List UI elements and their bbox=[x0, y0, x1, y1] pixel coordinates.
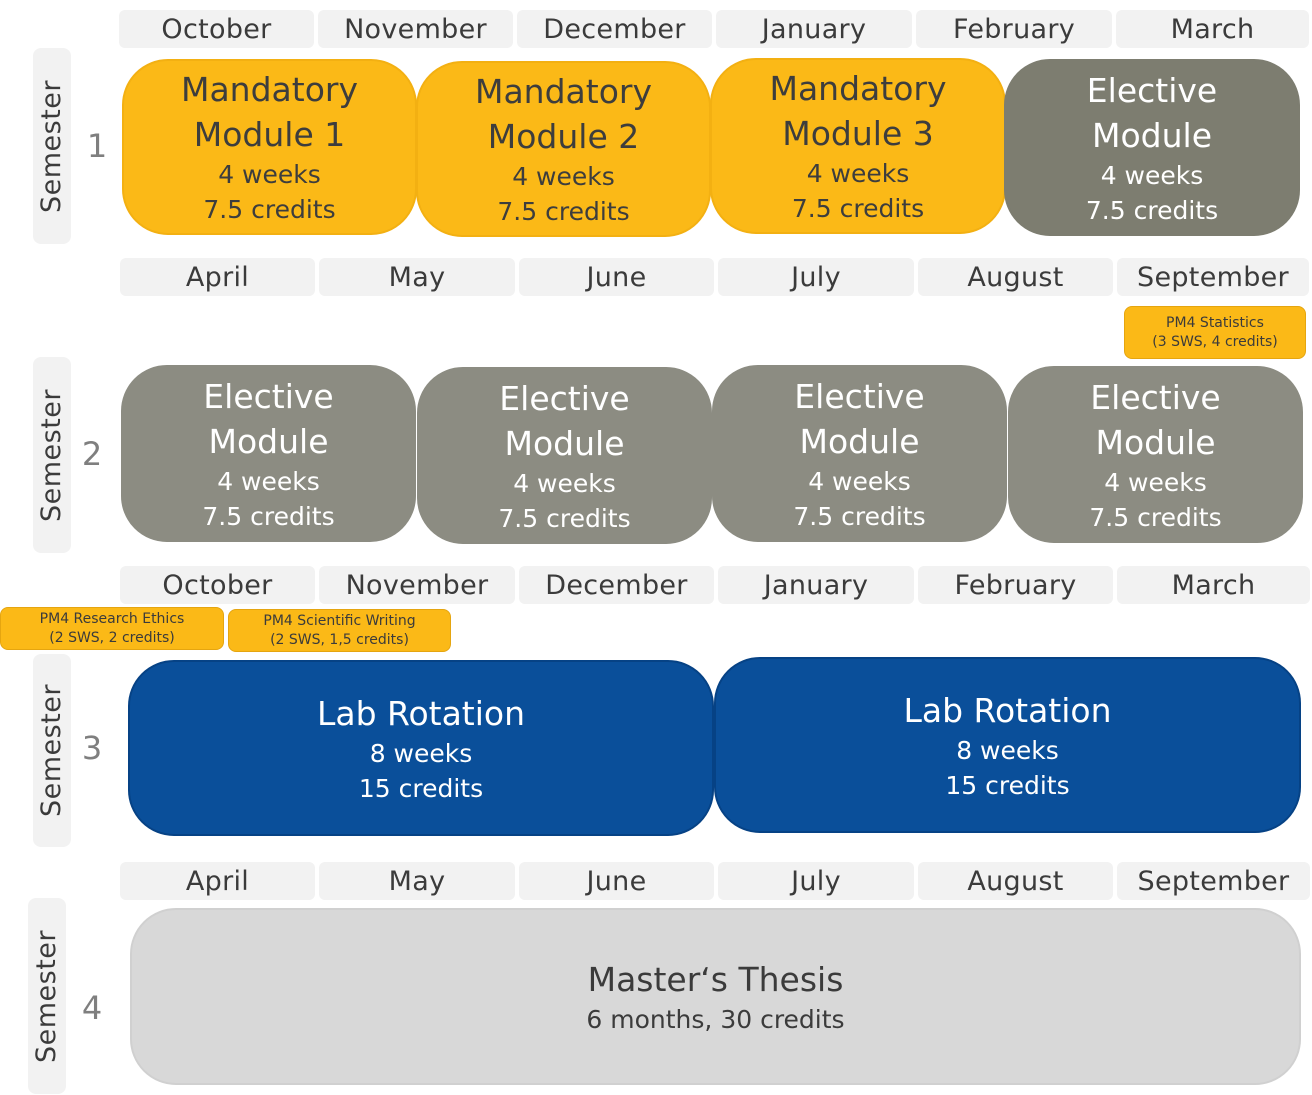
module-title: Mandatory bbox=[180, 70, 358, 109]
module-duration: 4 weeks bbox=[1104, 467, 1207, 497]
module-title: Mandatory bbox=[769, 69, 947, 108]
month-label: February bbox=[918, 566, 1113, 604]
semester-label: Semester bbox=[36, 683, 68, 818]
module-title: Lab Rotation bbox=[903, 690, 1112, 730]
month-label: February bbox=[916, 10, 1112, 48]
month-label: September bbox=[1117, 258, 1309, 296]
semester-label: Semester bbox=[36, 388, 68, 522]
mandatory-module-2-block: Mandatory Module 2 4 weeks 7.5 credits bbox=[416, 61, 711, 237]
module-credits: 7.5 credits bbox=[791, 194, 925, 223]
semester-4-number: 4 bbox=[81, 989, 103, 1027]
semester-2-number: 2 bbox=[81, 435, 103, 473]
pm4-research-ethics-box: PM4 Research Ethics (2 SWS, 2 credits) bbox=[0, 607, 224, 650]
month-label: July bbox=[718, 258, 914, 296]
pm4-scientific-writing-box: PM4 Scientific Writing (2 SWS, 1,5 credi… bbox=[228, 609, 451, 652]
lab-rotation-2-block: Lab Rotation 8 weeks 15 credits bbox=[714, 657, 1301, 833]
module-title: Module bbox=[208, 421, 329, 461]
month-label: March bbox=[1117, 566, 1310, 604]
semester-1-tab: Semester bbox=[33, 48, 71, 244]
lab-rotation-1-block: Lab Rotation 8 weeks 15 credits bbox=[128, 660, 714, 836]
module-credits: 15 credits bbox=[358, 773, 484, 803]
month-label: April bbox=[120, 862, 315, 900]
elective-module-block: Elective Module 4 weeks 7.5 credits bbox=[417, 367, 712, 544]
month-label: December bbox=[519, 566, 714, 604]
month-label: June bbox=[519, 862, 714, 900]
module-duration: 8 weeks bbox=[956, 735, 1059, 765]
module-duration: 4 weeks bbox=[512, 162, 615, 191]
module-duration: 4 weeks bbox=[217, 466, 320, 496]
module-title: Module bbox=[1095, 422, 1216, 462]
module-title: Elective bbox=[1090, 377, 1221, 417]
module-title: Elective bbox=[499, 378, 630, 418]
semester-3-number: 3 bbox=[81, 729, 103, 767]
pm4-details: (3 SWS, 4 credits) bbox=[1152, 333, 1278, 350]
semester-2-tab: Semester bbox=[33, 357, 71, 553]
pm4-details: (2 SWS, 1,5 credits) bbox=[270, 631, 409, 648]
mandatory-module-1-block: Mandatory Module 1 4 weeks 7.5 credits bbox=[122, 59, 417, 235]
thesis-details: 6 months, 30 credits bbox=[586, 1004, 845, 1034]
month-label: May bbox=[319, 258, 515, 296]
month-label: November bbox=[319, 566, 515, 604]
module-credits: 7.5 credits bbox=[1085, 195, 1219, 225]
pm4-details: (2 SWS, 2 credits) bbox=[49, 629, 175, 646]
module-title: Elective bbox=[1086, 70, 1218, 110]
module-credits: 7.5 credits bbox=[1089, 502, 1222, 532]
module-title: Lab Rotation bbox=[316, 693, 526, 733]
module-duration: 8 weeks bbox=[369, 738, 473, 768]
semester-4-tab: Semester bbox=[28, 898, 66, 1094]
pm4-title: PM4 Scientific Writing bbox=[263, 612, 416, 629]
module-credits: 7.5 credits bbox=[203, 195, 336, 224]
month-label: April bbox=[120, 258, 315, 296]
month-label: November bbox=[318, 10, 513, 48]
month-label: June bbox=[519, 258, 714, 296]
module-credits: 7.5 credits bbox=[202, 501, 335, 531]
semester-1-number: 1 bbox=[86, 127, 108, 165]
elective-module-block: Elective Module 4 weeks 7.5 credits bbox=[1008, 366, 1303, 543]
module-title: Module 3 bbox=[782, 114, 934, 153]
module-duration: 4 weeks bbox=[806, 159, 910, 188]
module-title: Module bbox=[1092, 115, 1212, 155]
module-duration: 4 weeks bbox=[1100, 160, 1204, 190]
module-title: Elective bbox=[794, 376, 925, 416]
module-credits: 7.5 credits bbox=[497, 197, 630, 226]
module-title: Elective bbox=[203, 376, 334, 416]
module-title: Module bbox=[504, 423, 625, 463]
thesis-title: Master‘s Thesis bbox=[587, 959, 844, 999]
semester-label: Semester bbox=[36, 79, 68, 213]
semester-label: Semester bbox=[31, 929, 63, 1063]
elective-module-block: Elective Module 4 weeks 7.5 credits bbox=[1004, 59, 1300, 236]
month-label: September bbox=[1117, 862, 1310, 900]
pm4-title: PM4 Statistics bbox=[1166, 314, 1264, 331]
month-label: October bbox=[119, 10, 314, 48]
masters-thesis-block: Master‘s Thesis 6 months, 30 credits bbox=[130, 908, 1301, 1085]
module-credits: 7.5 credits bbox=[498, 503, 631, 533]
pm4-title: PM4 Research Ethics bbox=[39, 610, 185, 627]
elective-module-block: Elective Module 4 weeks 7.5 credits bbox=[712, 365, 1007, 542]
month-label: March bbox=[1116, 10, 1309, 48]
module-duration: 4 weeks bbox=[218, 160, 321, 189]
elective-module-block: Elective Module 4 weeks 7.5 credits bbox=[121, 365, 416, 542]
month-label: July bbox=[718, 862, 914, 900]
module-title: Module 2 bbox=[487, 117, 640, 156]
module-title: Module 1 bbox=[193, 115, 346, 154]
module-credits: 15 credits bbox=[945, 770, 1070, 800]
month-label: October bbox=[120, 566, 315, 604]
mandatory-module-3-block: Mandatory Module 3 4 weeks 7.5 credits bbox=[710, 58, 1006, 234]
semester-3-tab: Semester bbox=[33, 654, 71, 847]
month-label: January bbox=[718, 566, 914, 604]
module-title: Module bbox=[799, 421, 920, 461]
module-title: Mandatory bbox=[474, 72, 652, 111]
month-label: August bbox=[918, 862, 1113, 900]
module-duration: 4 weeks bbox=[513, 468, 616, 498]
month-label: August bbox=[918, 258, 1113, 296]
module-duration: 4 weeks bbox=[808, 466, 911, 496]
module-credits: 7.5 credits bbox=[793, 501, 926, 531]
pm4-statistics-box: PM4 Statistics (3 SWS, 4 credits) bbox=[1124, 306, 1306, 359]
month-label: May bbox=[319, 862, 515, 900]
month-label: December bbox=[517, 10, 712, 48]
month-label: January bbox=[716, 10, 912, 48]
